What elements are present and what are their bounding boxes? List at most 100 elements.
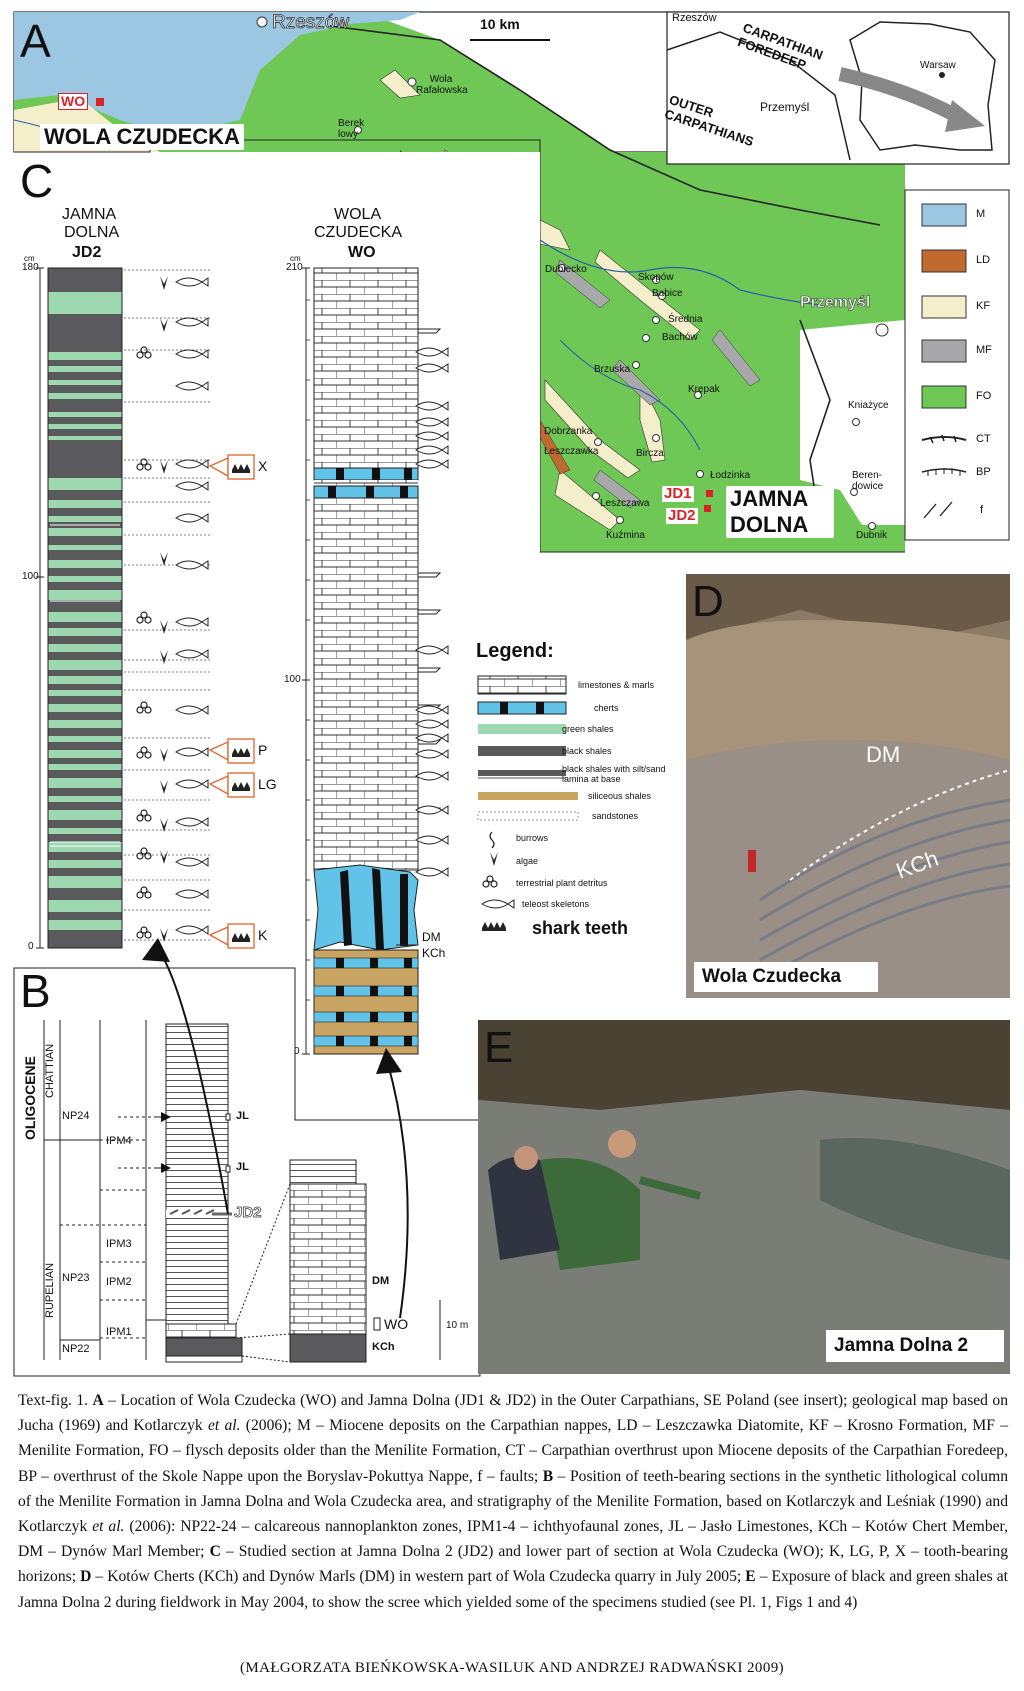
photo-d <box>686 574 1011 998</box>
miocene-area <box>14 12 420 135</box>
caption-letter-b: B <box>542 1467 554 1485</box>
lith-legend-sandstones: sandstones <box>592 811 639 821</box>
jd2-tick-0: 0 <box>28 941 34 952</box>
town-brzuska: Brzuska <box>594 364 631 375</box>
panel-letter-d: D <box>692 577 724 626</box>
town-rzeszow: Rzeszów <box>272 12 350 34</box>
lith-legend-green-shales: green shales <box>562 724 614 734</box>
caption-letter-a: A <box>92 1392 104 1409</box>
strat-dm: DM <box>372 1275 390 1287</box>
lith-legend-siliceous-shales: siliceous shales <box>588 791 652 801</box>
town-bachow: Bachów <box>662 332 698 343</box>
wo-tick-210: 210 <box>286 262 303 273</box>
panel-letter-a: A <box>20 15 51 67</box>
strat-chattian: CHATTIAN <box>44 1043 56 1098</box>
legend-kf: KF <box>976 300 991 312</box>
insert-map <box>666 11 1010 165</box>
caption-letter-d: D <box>80 1568 92 1586</box>
panel-letter-e: E <box>484 1023 514 1072</box>
town-dubnik: Dubnik <box>856 530 888 541</box>
wo-title-2: CZUDECKA <box>314 224 403 241</box>
jd2-title-1: JAMNA <box>62 206 117 223</box>
wo-tick-100: 100 <box>284 674 301 685</box>
wo-unit: cm <box>290 254 301 263</box>
insert-warsaw: Warsaw <box>920 60 956 71</box>
panel-letter-b: B <box>20 965 51 1017</box>
strat-rupelian: RUPELIAN <box>44 1262 56 1318</box>
caption-etal: et al. <box>92 1518 125 1536</box>
lith-legend-teleost: teleost skeletons <box>522 899 590 909</box>
town-berendowice: Beren-dowice <box>852 470 884 492</box>
caption-letter-c: C <box>209 1543 221 1561</box>
town-kniazyce: Kniażyce <box>848 400 889 411</box>
town-srednia: Średnia <box>668 314 703 325</box>
legend-m: M <box>976 208 986 220</box>
caption-part: – Position of teeth-bearing sections in … <box>18 1467 1008 1536</box>
wo-dm-label: DM <box>422 930 441 944</box>
legend-ld: LD <box>976 254 991 266</box>
strat-jl-2: JL <box>236 1161 249 1173</box>
map-label-wola-czudecka: WOLA CZUDECKA <box>40 124 244 150</box>
caption-part: – Exposure of black and green shales at … <box>18 1568 1008 1611</box>
strat-wo: WO <box>384 1316 409 1332</box>
wo-kch-label: KCh <box>422 946 446 960</box>
figure-canvas <box>13 11 1011 1377</box>
legend-fo: FO <box>976 390 992 402</box>
town-dobrzanka: Dobrzanka <box>544 426 593 437</box>
lith-legend-algae: algae <box>516 856 539 866</box>
map-tag-jd1: JD1 <box>662 485 694 502</box>
caption-letter-e: E <box>745 1568 756 1586</box>
lith-legend-burrows: burrows <box>516 833 549 843</box>
town-dubiecko: Dubiecko <box>545 264 587 275</box>
caption-part: Text-fig. 1. <box>18 1392 93 1409</box>
wo-title-3: WO <box>348 244 376 261</box>
insert-przemysl: Przemyśl <box>760 100 810 114</box>
figure-caption: Text-fig. 1. A – Location of Wola Czudec… <box>18 1388 1008 1615</box>
town-krepak: Krępak <box>688 384 720 395</box>
town-wola-rafalowska: Wola Rafałowska <box>416 74 468 96</box>
jd2-column <box>36 267 212 949</box>
lith-legend-cherts: cherts <box>594 703 619 713</box>
horizon-lg: LG <box>258 776 277 792</box>
strat-ipm3: IPM3 <box>106 1238 132 1250</box>
town-przemysl: Przemyśl <box>800 294 871 312</box>
strat-jl-1: JL <box>236 1110 249 1122</box>
horizon-p: P <box>258 742 268 758</box>
lith-legend-plant-detritus: terrestrial plant detritus <box>516 878 608 888</box>
legend-mf: MF <box>976 344 992 356</box>
lith-legend-black-shales: black shales <box>562 746 612 756</box>
strat-ipm1: IPM1 <box>106 1326 132 1338</box>
lith-legend-limestones: limestones & marls <box>578 680 655 690</box>
map-label-jamna-dolna: JAMNA DOLNA <box>726 486 834 538</box>
town-bircza: Bircza <box>636 448 664 459</box>
map-tag-jd2: JD2 <box>666 507 698 524</box>
town-skopow: Skopów <box>638 272 674 283</box>
map-legend <box>904 189 1010 541</box>
jd2-tick-100: 100 <box>22 571 39 582</box>
jd2-title-3: JD2 <box>72 244 102 261</box>
town-leszczawa: Leszczawa <box>600 498 650 509</box>
caption-etal: et al. <box>207 1417 241 1435</box>
strat-np23: NP23 <box>62 1272 90 1284</box>
wo-title-1: WOLA <box>334 206 382 223</box>
horizon-x: X <box>258 458 268 474</box>
strat-np24: NP24 <box>62 1110 90 1122</box>
horizon-k: K <box>258 927 268 943</box>
photo-e <box>478 1020 1010 1374</box>
caption-part: – Kotów Cherts (KCh) and Dynów Marls (DM… <box>91 1568 746 1586</box>
legend-f: f <box>980 504 984 516</box>
strat-jd2: JD2 <box>234 1204 262 1222</box>
town-lodzinka: Łodzinka <box>710 470 751 481</box>
town-kuzmina: Kuźmina <box>606 530 645 541</box>
lithology-legend-symbols <box>477 675 579 931</box>
lith-legend-black-shales-lamina: black shales with silt/sand lamina at ba… <box>562 764 666 784</box>
strat-oligocene: OLIGOCENE <box>22 1055 38 1140</box>
jd2-title-2: DOLNA <box>64 224 120 241</box>
caption-part: (2006): NP22-24 – calcareous nannoplankt… <box>18 1518 1008 1561</box>
jd2-fossil-symbols <box>136 276 255 949</box>
panel-letter-c: C <box>20 155 54 207</box>
town-babice: Babice <box>652 288 683 299</box>
wo-tick-0: 0 <box>294 1046 300 1057</box>
caption-part: – Studied section at Jamna Dolna 2 (JD2)… <box>18 1543 1008 1586</box>
wo-column <box>302 267 442 1055</box>
